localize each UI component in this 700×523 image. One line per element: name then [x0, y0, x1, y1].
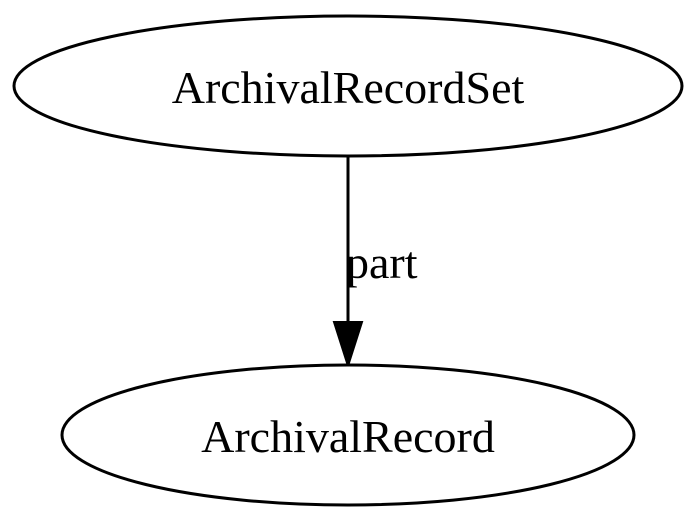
node-archival-record-set-label: ArchivalRecordSet	[172, 62, 525, 113]
node-archival-record-shape	[60, 363, 636, 507]
node-archival-record-label: ArchivalRecord	[201, 411, 495, 462]
node-archival-record-set[interactable]: ArchivalRecordSet	[12, 14, 684, 158]
edge-part-label: part	[346, 237, 418, 288]
node-archival-record[interactable]: ArchivalRecord	[60, 363, 636, 507]
edge-part[interactable]: part	[332, 156, 418, 370]
edge-part-arrowhead	[332, 321, 364, 370]
